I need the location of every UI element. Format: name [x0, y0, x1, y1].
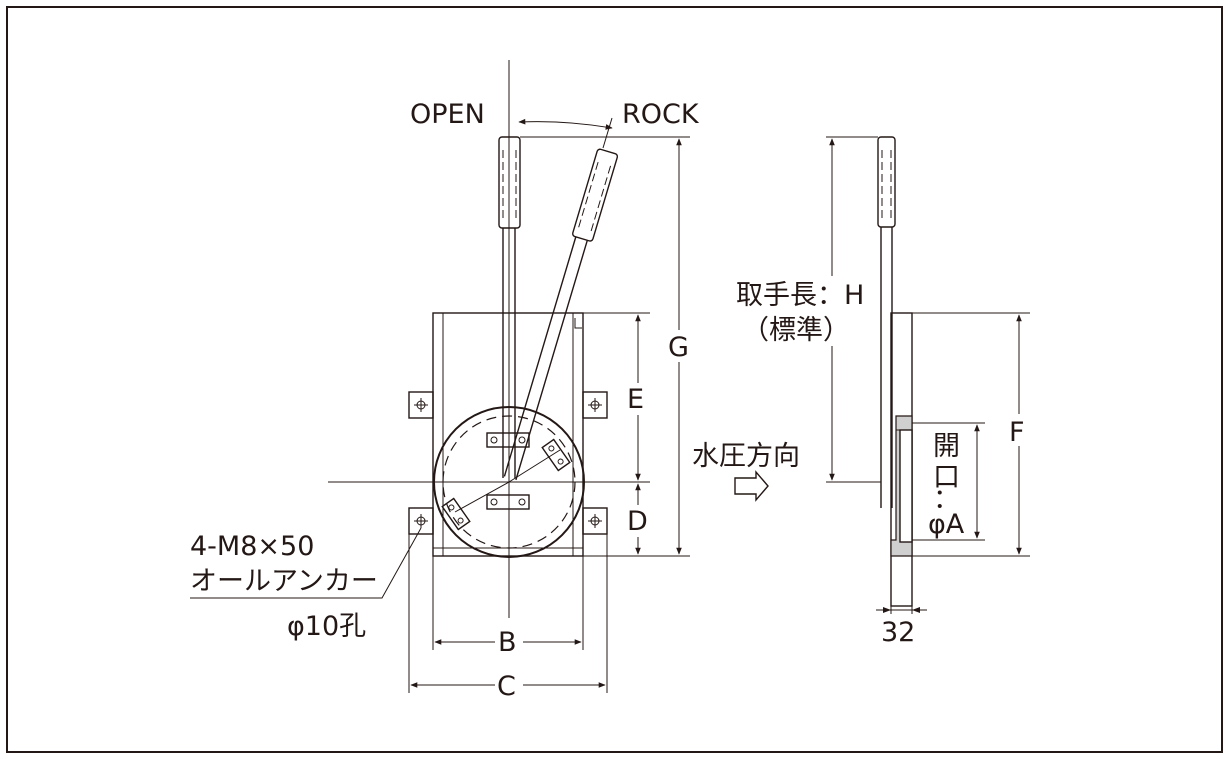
handle-grip-open: [498, 136, 521, 229]
open-label: OPEN: [410, 99, 485, 130]
anchor-lug-bottom-right: [582, 507, 608, 535]
rock-label: ROCK: [622, 99, 700, 130]
standard-label: （標準）: [742, 315, 850, 346]
dim-c-label: C: [497, 671, 516, 702]
valve-disc-dashed: [442, 415, 576, 549]
drawing-frame: [6, 6, 1223, 753]
anchor-lug-top-left: [408, 391, 434, 419]
anchor-spec-label: 4-M8×50: [190, 531, 314, 562]
anchor-type-label: オールアンカー: [190, 566, 378, 597]
hub-bracket-bottom: [486, 494, 530, 510]
opening-label-3: ：: [933, 484, 960, 515]
dim-b-label: B: [498, 627, 517, 658]
handle-rock-position: [503, 148, 619, 481]
water-pressure-indicator: 水圧方向: [692, 441, 800, 502]
hub-bracket-top: [486, 432, 530, 448]
opening-label-2: 口: [933, 462, 960, 493]
rock-guide-line-2: [454, 481, 510, 513]
dim-d-label: D: [627, 506, 648, 537]
anchor-leader: [190, 527, 422, 599]
rock-reference-line: [602, 117, 613, 149]
rock-guide-line: [508, 449, 561, 483]
opening-label-4: φA: [928, 509, 965, 540]
opening-label-1: 開: [933, 431, 960, 462]
rotation-arc: [518, 118, 613, 130]
water-pressure-arrow: [734, 470, 769, 502]
dim-g-label: G: [668, 332, 689, 363]
gate-body: [432, 312, 584, 557]
side-handle-grip: [877, 136, 896, 228]
clamp-right: [541, 438, 571, 472]
dim-f-label: F: [1009, 417, 1025, 448]
side-view: 取手長：H （標準） F 開 口 ： φA 32: [736, 136, 1035, 648]
dim-e-label: E: [627, 384, 644, 415]
thickness-label: 32: [881, 617, 915, 648]
handle-length-label: 取手長：H: [736, 280, 864, 311]
clamp-left: [441, 497, 471, 531]
valve-disc-outer: [433, 406, 585, 558]
anchor-lug-bottom-left: [408, 507, 434, 535]
hole-label: φ10孔: [287, 611, 366, 642]
body-top-mark: [574, 318, 582, 329]
front-view: OPEN ROCK G E D B C 4-M8×50 オールアンカー φ10: [190, 60, 700, 702]
side-seat: [899, 429, 913, 543]
water-pressure-label: 水圧方向: [692, 441, 800, 472]
anchor-lug-top-right: [582, 391, 608, 419]
